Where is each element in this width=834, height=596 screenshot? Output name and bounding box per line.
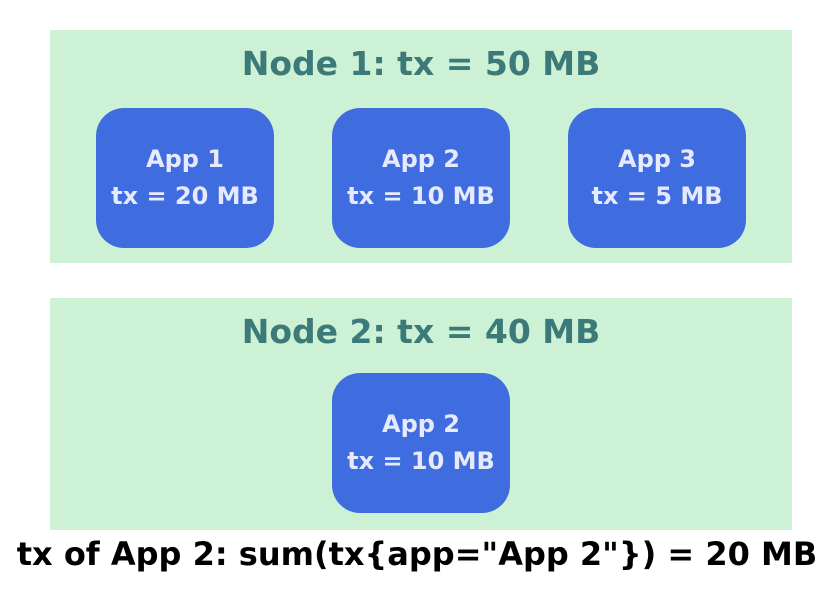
node-1-title: Node 1: tx = 50 MB bbox=[241, 44, 601, 83]
app-tx: tx = 10 MB bbox=[347, 447, 495, 475]
node-2-app-2-box: App 2 tx = 10 MB bbox=[332, 373, 510, 513]
app-tx: tx = 5 MB bbox=[591, 182, 723, 210]
node-1-app-2-box: App 2 tx = 10 MB bbox=[332, 108, 510, 248]
node-2-box: Node 2: tx = 40 MB App 2 tx = 10 MB bbox=[50, 298, 792, 530]
app-tx: tx = 20 MB bbox=[111, 182, 259, 210]
node-1-app-1-box: App 1 tx = 20 MB bbox=[96, 108, 274, 248]
aggregation-formula: tx of App 2: sum(tx{app="App 2"}) = 20 M… bbox=[16, 535, 818, 573]
app-name: App 2 bbox=[382, 409, 460, 438]
node-1-app-3-box: App 3 tx = 5 MB bbox=[568, 108, 746, 248]
app-name: App 2 bbox=[382, 144, 460, 173]
node-1-box: Node 1: tx = 50 MB App 1 tx = 20 MB App … bbox=[50, 30, 792, 263]
node-2-title: Node 2: tx = 40 MB bbox=[241, 312, 601, 351]
app-name: App 1 bbox=[146, 144, 224, 173]
app-tx: tx = 10 MB bbox=[347, 182, 495, 210]
app-name: App 3 bbox=[618, 144, 696, 173]
